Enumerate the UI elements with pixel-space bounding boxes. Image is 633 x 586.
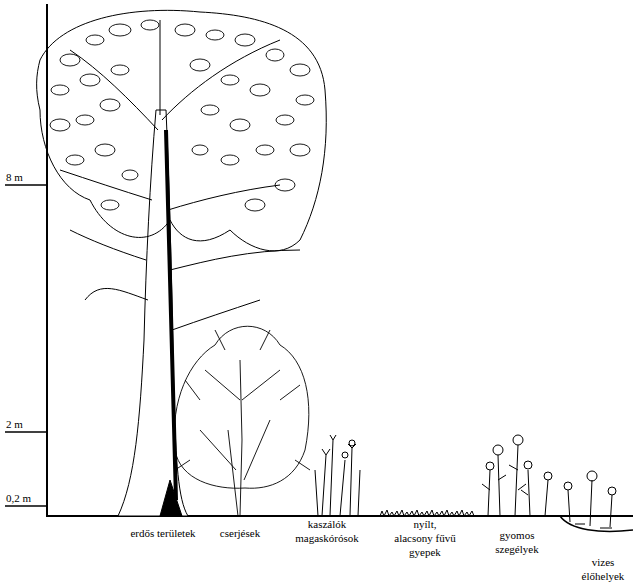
habitat-label: gyomos szegélyek [491, 528, 543, 556]
height-mark: 2 m [6, 417, 23, 431]
weeds [482, 435, 552, 516]
tall-herbs [315, 435, 360, 516]
height-mark: 8 m [6, 170, 23, 184]
shrub [174, 326, 310, 516]
habitat-label: vizes élőhelyek [577, 555, 629, 583]
habitat-label: cserjések [205, 526, 275, 540]
habitat-label: nyílt, alacsony fűvű gyepek [394, 517, 457, 559]
tree [37, 10, 327, 516]
wetland [560, 471, 633, 531]
habitat-label: kaszálók magaskórósok [291, 517, 363, 545]
habitat-label: erdős területek [108, 526, 218, 540]
height-mark: 0,2 m [6, 491, 31, 505]
short-grass [380, 510, 474, 516]
axes [5, 4, 633, 517]
